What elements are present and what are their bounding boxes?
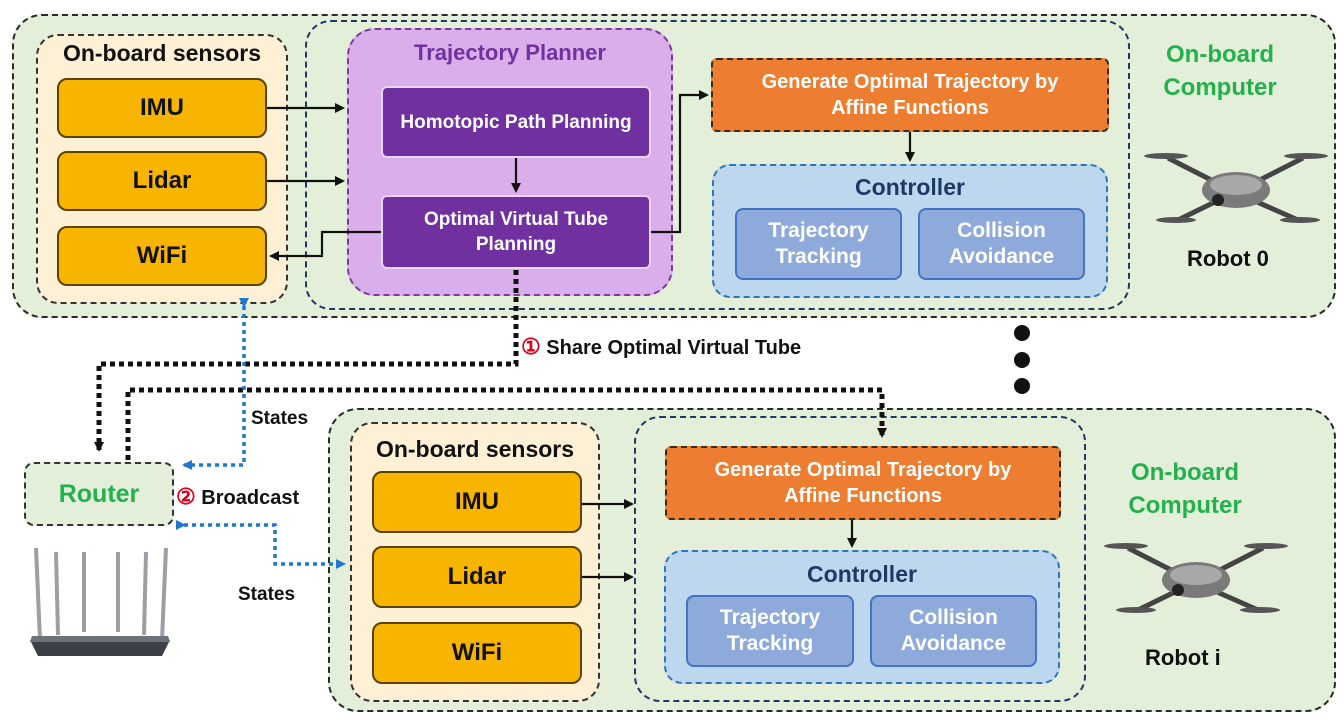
share-virtual-tube-annotation: ① Share Optimal Virtual Tube	[521, 334, 801, 360]
robot-i-lidar-box: Lidar	[372, 546, 582, 608]
robot-i-computer-line2: Computer	[1128, 492, 1242, 519]
ellipsis-dot-2	[1014, 352, 1030, 368]
robot0-homotopic-path-planning: Homotopic Path Planning	[381, 86, 651, 158]
states-upper-dotted-path	[182, 298, 249, 470]
broadcast-label: Broadcast	[201, 487, 300, 509]
states-upper-label: States	[251, 408, 309, 429]
robot0-collision-line2: Avoidance	[948, 245, 1055, 268]
robot0-optimal-virtual-tube-planning: Optimal Virtual Tube Planning	[381, 195, 651, 269]
robot-i-tracking-line1: Trajectory	[719, 606, 821, 629]
robot-i-tracking-line2: Tracking	[726, 632, 814, 655]
router-device-icon	[30, 547, 170, 656]
arrow-planner-to-wifi	[269, 230, 381, 261]
arrow-tube-to-generate	[651, 90, 709, 234]
robot0-sensors-title: On-board sensors	[62, 40, 262, 66]
robot-i-computer-line1: On-board	[1131, 459, 1239, 486]
robot0-generate-line2: Affine Functions	[831, 97, 989, 119]
robot-i-controller-title: Controller	[807, 561, 917, 587]
robot-i-generate-trajectory: Generate Optimal Trajectory by Affine Fu…	[665, 446, 1061, 520]
robot0-trajectory-tracking: Trajectory Tracking	[735, 208, 902, 280]
robot-i-collision-avoidance: Collision Avoidance	[870, 595, 1037, 667]
ellipsis-dot-1	[1014, 325, 1030, 341]
robot0-planner-title: Trajectory Planner	[414, 40, 606, 65]
robot0-tube-line1: Optimal Virtual Tube	[423, 209, 609, 230]
robot-i-imu-box: IMU	[372, 471, 582, 533]
robot0-tube-line2: Planning	[475, 234, 557, 255]
states-lower-dotted-path	[176, 520, 346, 569]
share-label: Share Optimal Virtual Tube	[546, 337, 802, 359]
robot-i-onboard-computer-label: On-board Computer	[1110, 456, 1260, 522]
robot-i-generate-line1: Generate Optimal Trajectory by	[714, 459, 1012, 481]
robot-i-wifi-box: WiFi	[372, 622, 582, 684]
robot0-computer-line2: board	[1207, 41, 1274, 68]
robot-i-label: Robot i	[1145, 645, 1221, 670]
share-tube-dotted-path	[94, 270, 519, 452]
robot-i-collision-line1: Collision	[909, 606, 998, 629]
router-label: Router	[58, 479, 140, 508]
robot0-tracking-line1: Trajectory	[768, 219, 869, 242]
robot-i-collision-line2: Avoidance	[900, 632, 1007, 655]
robot-i-computer-boundary	[634, 416, 1086, 702]
robot0-tracking-line2: Tracking	[775, 245, 862, 268]
robot0-generate-trajectory: Generate Optimal Trajectory by Affine Fu…	[711, 58, 1109, 132]
robot0-wifi-box: WiFi	[57, 226, 267, 286]
ellipsis-dots	[1014, 325, 1030, 394]
robot0-collision-avoidance: Collision Avoidance	[918, 208, 1085, 280]
router-box: Router	[24, 462, 174, 526]
ellipsis-dot-3	[1014, 378, 1030, 394]
robot-i-sensors-title: On-board sensors	[375, 436, 575, 462]
step1-marker: ①	[521, 334, 541, 359]
robot0-computer-line1: On-	[1166, 41, 1208, 68]
broadcast-dotted-path	[125, 387, 887, 460]
robot0-computer-line3: Computer	[1163, 74, 1277, 101]
robot0-imu-box: IMU	[57, 78, 267, 138]
robot0-controller-title: Controller	[855, 174, 965, 200]
drone-icon	[1144, 153, 1328, 223]
robot-i-generate-line2: Affine Functions	[784, 485, 942, 507]
robot0-label: Robot 0	[1187, 246, 1269, 271]
robot-i-trajectory-tracking: Trajectory Tracking	[686, 595, 854, 667]
robot0-onboard-computer-label: On-board Computer	[1150, 38, 1290, 104]
states-lower-label: States	[238, 584, 296, 605]
robot0-lidar-box: Lidar	[57, 151, 267, 211]
robot0-generate-line1: Generate Optimal Trajectory by	[761, 71, 1059, 93]
drone-icon	[1104, 543, 1288, 613]
broadcast-annotation: ② Broadcast	[176, 484, 299, 510]
robot0-collision-line1: Collision	[957, 219, 1046, 242]
robot0-computer-boundary	[305, 20, 1130, 310]
step2-marker: ②	[176, 484, 196, 509]
